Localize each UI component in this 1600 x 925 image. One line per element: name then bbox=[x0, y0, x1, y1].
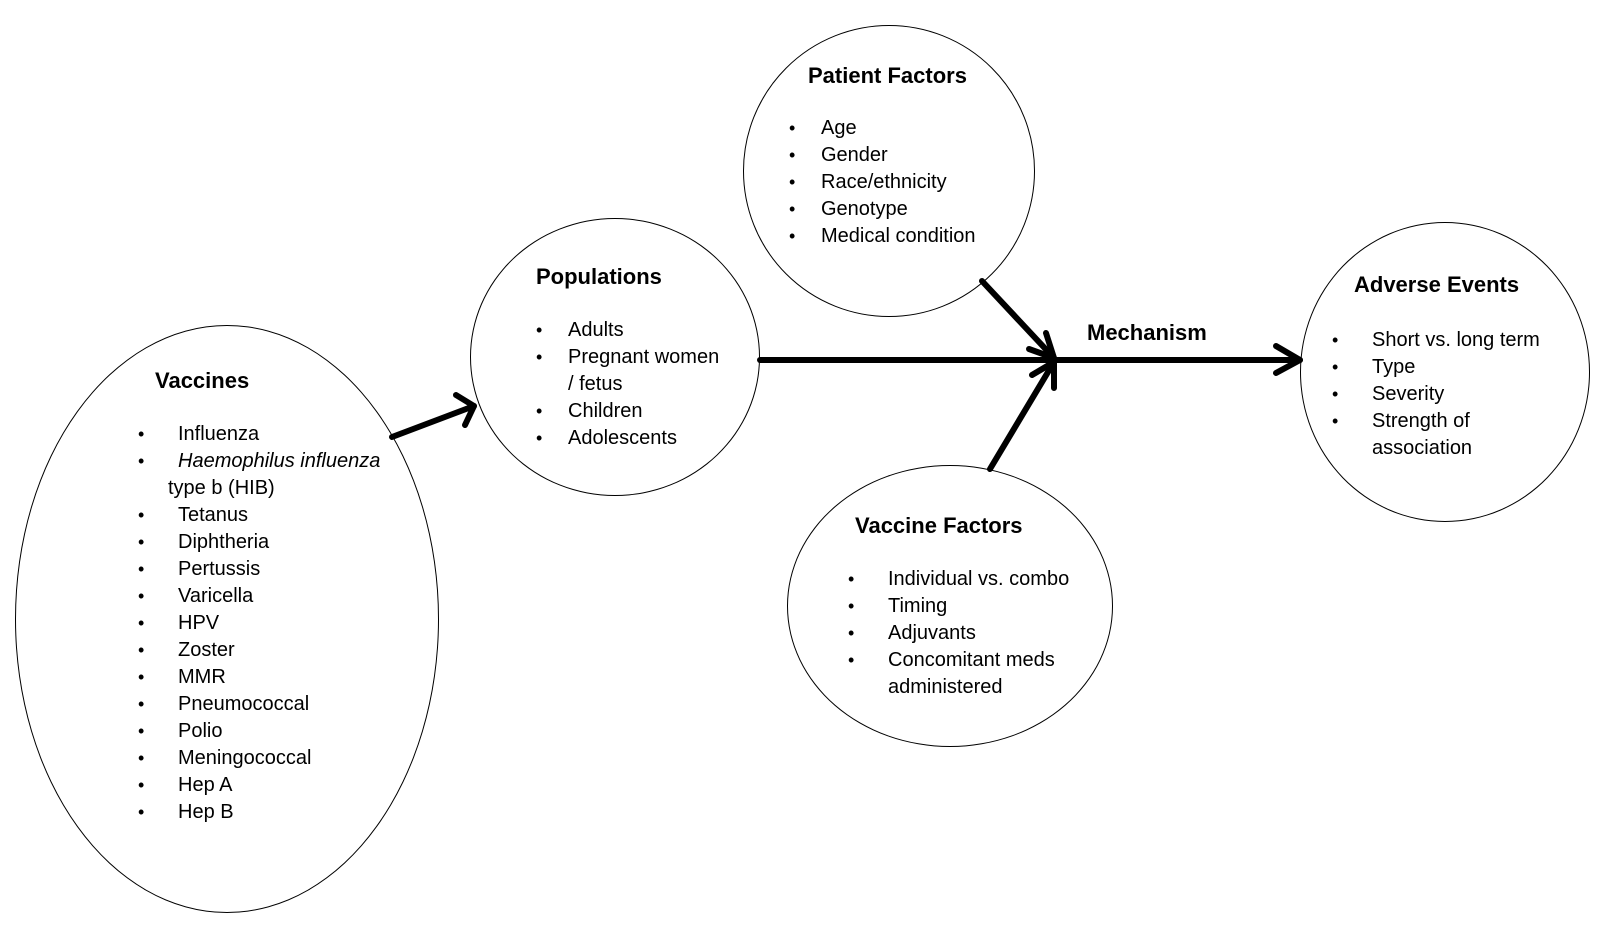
list-item: Zoster bbox=[138, 637, 380, 664]
list-item: Tetanus bbox=[138, 502, 380, 529]
list-item-text: administered bbox=[888, 676, 1003, 698]
list-item: Gender bbox=[789, 142, 976, 169]
list-item-text: Strength of bbox=[1372, 410, 1470, 432]
populations-list: Adults Pregnant women / fetus Children A… bbox=[536, 317, 719, 452]
list-item-text: MMR bbox=[178, 666, 226, 688]
list-item-text-italic: Haemophilus influenza bbox=[178, 450, 381, 472]
list-item-text: Children bbox=[568, 400, 643, 422]
list-item-continuation: / fetus bbox=[536, 371, 719, 398]
list-item-text: Gender bbox=[821, 144, 888, 166]
list-item-text: Severity bbox=[1372, 383, 1445, 405]
list-item: Hep B bbox=[138, 799, 380, 826]
list-item: Strength of bbox=[1332, 408, 1540, 435]
list-item: Haemophilus influenza bbox=[138, 448, 380, 475]
adverse-events-node bbox=[1300, 222, 1590, 522]
list-item-text: Meningococcal bbox=[178, 747, 312, 769]
list-item: Short vs. long term bbox=[1332, 327, 1540, 354]
list-item-continuation: administered bbox=[848, 674, 1069, 701]
list-item-text: HPV bbox=[178, 612, 220, 634]
list-item-text: Influenza bbox=[178, 423, 260, 445]
list-item-text: Adjuvants bbox=[888, 622, 976, 644]
list-item-text: Pneumococcal bbox=[178, 693, 310, 715]
list-item-text: Adults bbox=[568, 319, 624, 341]
list-item: Varicella bbox=[138, 583, 380, 610]
list-item-text: Pregnant women bbox=[568, 346, 720, 368]
list-item-text: association bbox=[1372, 437, 1473, 459]
list-item-text: Hep B bbox=[178, 801, 234, 823]
list-item-text: Pertussis bbox=[178, 558, 261, 580]
vaccines-title: Vaccines bbox=[155, 368, 250, 393]
list-item: Severity bbox=[1332, 381, 1540, 408]
vaccines-node bbox=[15, 325, 439, 913]
list-item: Timing bbox=[848, 593, 1069, 620]
list-item: Adolescents bbox=[536, 425, 719, 452]
list-item: Genotype bbox=[789, 196, 976, 223]
list-item: Pneumococcal bbox=[138, 691, 380, 718]
list-item: Influenza bbox=[138, 421, 380, 448]
list-item-text: Adolescents bbox=[568, 427, 677, 449]
list-item: Pregnant women bbox=[536, 344, 719, 371]
list-item: Medical condition bbox=[789, 223, 976, 250]
mechanism-label: Mechanism bbox=[1087, 320, 1207, 345]
list-item-text: Timing bbox=[888, 595, 948, 617]
vaccine-factors-node bbox=[787, 465, 1113, 747]
arrow-patient-factors-to-mechanism bbox=[979, 278, 1057, 361]
list-item-text: Zoster bbox=[178, 639, 235, 661]
adverse-events-list: Short vs. long term Type Severity Streng… bbox=[1332, 327, 1540, 462]
patient-factors-title: Patient Factors bbox=[808, 63, 967, 88]
list-item-text: Diphtheria bbox=[178, 531, 270, 553]
list-item-text: Medical condition bbox=[821, 225, 976, 247]
vaccine-factors-list: Individual vs. combo Timing Adjuvants Co… bbox=[848, 566, 1069, 701]
list-item: Polio bbox=[138, 718, 380, 745]
list-item-text: Varicella bbox=[178, 585, 254, 607]
list-item-text: Hep A bbox=[178, 774, 233, 796]
list-item: Individual vs. combo bbox=[848, 566, 1069, 593]
patient-factors-node bbox=[743, 25, 1035, 317]
list-item-text: type b (HIB) bbox=[168, 477, 275, 499]
list-item: Children bbox=[536, 398, 719, 425]
populations-title: Populations bbox=[536, 264, 662, 289]
list-item-text: Tetanus bbox=[178, 504, 249, 526]
vaccines-list: Influenza Haemophilus influenza type b (… bbox=[138, 421, 380, 826]
list-item: Type bbox=[1332, 354, 1540, 381]
list-item-continuation: association bbox=[1332, 435, 1540, 462]
arrow-mechanism-to-adverse-events bbox=[1052, 343, 1303, 376]
list-item: Pertussis bbox=[138, 556, 380, 583]
list-item: Age bbox=[789, 115, 976, 142]
arrow-vaccine-factors-to-mechanism bbox=[987, 359, 1057, 472]
list-item: Meningococcal bbox=[138, 745, 380, 772]
list-item-text: Race/ethnicity bbox=[821, 171, 947, 193]
list-item: HPV bbox=[138, 610, 380, 637]
list-item-text: Polio bbox=[178, 720, 223, 742]
vaccine-factors-title: Vaccine Factors bbox=[855, 513, 1023, 538]
list-item-text: Type bbox=[1372, 356, 1416, 378]
list-item-text: Age bbox=[821, 117, 857, 139]
list-item: Adjuvants bbox=[848, 620, 1069, 647]
list-item: Adults bbox=[536, 317, 719, 344]
list-item: Concomitant meds bbox=[848, 647, 1069, 674]
patient-factors-list: Age Gender Race/ethnicity Genotype Medic… bbox=[789, 115, 976, 250]
list-item-text: Concomitant meds bbox=[888, 649, 1055, 671]
list-item: MMR bbox=[138, 664, 380, 691]
list-item-text: / fetus bbox=[568, 373, 623, 395]
list-item-text: Genotype bbox=[821, 198, 908, 220]
list-item-text: Short vs. long term bbox=[1372, 329, 1540, 351]
adverse-events-title: Adverse Events bbox=[1354, 272, 1520, 297]
list-item: Hep A bbox=[138, 772, 380, 799]
populations-node bbox=[470, 218, 760, 496]
list-item: Diphtheria bbox=[138, 529, 380, 556]
list-item-continuation: type b (HIB) bbox=[138, 475, 380, 502]
list-item: Race/ethnicity bbox=[789, 169, 976, 196]
list-item-text: Individual vs. combo bbox=[888, 568, 1070, 590]
arrow-vaccines-to-populations bbox=[389, 392, 477, 440]
